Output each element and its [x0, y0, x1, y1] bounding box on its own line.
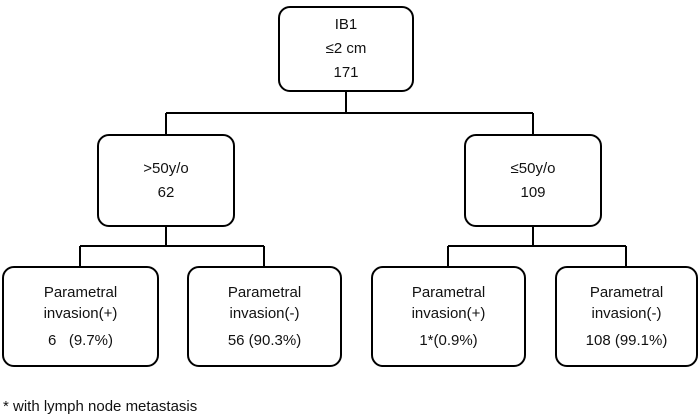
age-over-50-node: >50y/o 62 — [97, 134, 235, 227]
under-50-invasion-negative-node: Parametral invasion(-) 108 (99.1%) — [555, 266, 698, 367]
leaf-label-line1: Parametral — [589, 284, 664, 301]
leaf-label-line2: invasion(+) — [411, 305, 486, 322]
age-under-50-label: ≤50y/o — [510, 159, 556, 177]
leaf-label-line1: Parametral — [411, 284, 486, 301]
leaf-value: 6 (9.7%) — [47, 332, 114, 349]
under-50-invasion-positive-node: Parametral invasion(+) 1*(0.9%) — [371, 266, 526, 367]
leaf-label-line2: invasion(+) — [43, 305, 118, 322]
root-stage: IB1 — [334, 16, 358, 33]
age-under-50-node: ≤50y/o 109 — [464, 134, 602, 227]
over-50-invasion-negative-node: Parametral invasion(-) 56 (90.3%) — [187, 266, 342, 367]
leaf-label-line1: Parametral — [43, 284, 118, 301]
leaf-label-line2: invasion(-) — [591, 305, 662, 322]
leaf-value: 56 (90.3%) — [227, 332, 302, 349]
over-50-invasion-positive-node: Parametral invasion(+) 6 (9.7%) — [2, 266, 159, 367]
root-node: IB1 ≤2 cm 171 — [278, 6, 414, 92]
leaf-label-line2: invasion(-) — [229, 305, 300, 322]
age-over-50-label: >50y/o — [143, 159, 189, 177]
leaf-label-line1: Parametral — [227, 284, 302, 301]
footnote: * with lymph node metastasis — [3, 398, 198, 415]
age-under-50-count: 109 — [520, 183, 546, 201]
age-over-50-count: 62 — [157, 183, 175, 201]
root-size: ≤2 cm — [325, 40, 367, 57]
leaf-value: 1*(0.9%) — [419, 332, 478, 349]
leaf-value: 108 (99.1%) — [585, 332, 668, 349]
root-count: 171 — [333, 64, 359, 81]
